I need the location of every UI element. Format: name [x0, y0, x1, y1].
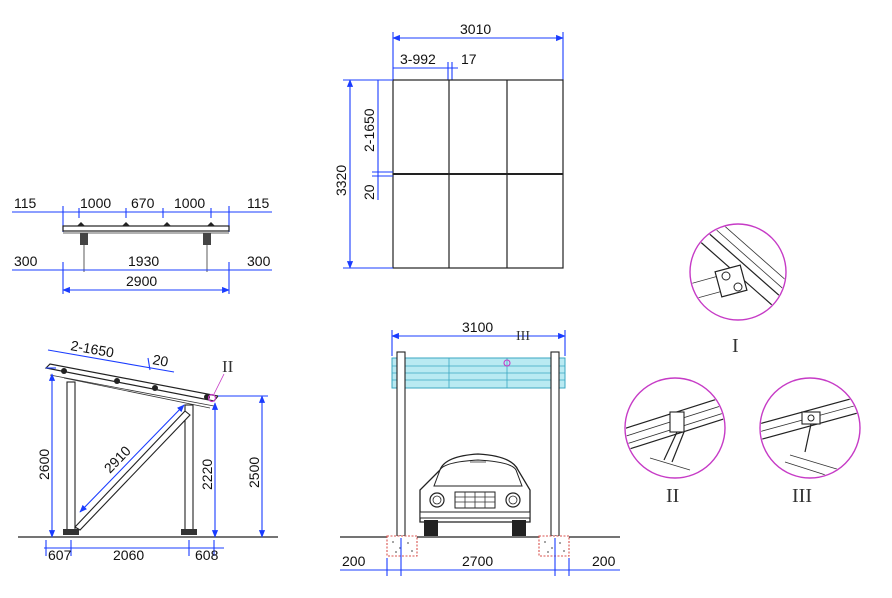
detail-two: II — [624, 377, 726, 507]
dim-17: 17 — [461, 51, 477, 67]
side-view: 2-1650 20 II 2910 2600 2220 2500 607 206… — [18, 337, 278, 563]
dim-670: 670 — [131, 195, 155, 211]
dim-2900: 2900 — [126, 273, 157, 289]
dim-2220: 2220 — [199, 459, 215, 490]
front-post-left — [396, 351, 406, 537]
detail-one: I — [689, 223, 787, 357]
side-front-post — [66, 381, 76, 531]
top-post-right — [203, 233, 211, 245]
front-footing-right — [538, 535, 570, 557]
dim-3-992: 3-992 — [400, 51, 436, 67]
dim-1000-left: 1000 — [80, 195, 111, 211]
dim-2600: 2600 — [36, 449, 52, 480]
top-view: 115 1000 670 1000 115 300 1930 300 2900 — [12, 195, 272, 294]
detail-three: III — [759, 377, 861, 507]
dim-2500: 2500 — [246, 457, 262, 488]
dim-3010: 3010 — [460, 21, 491, 37]
dim-3320: 3320 — [333, 165, 349, 196]
front-footing-left — [386, 535, 418, 557]
dim-1930: 1930 — [128, 253, 159, 269]
dim-3100: 3100 — [462, 319, 493, 335]
dim-2-1650-plan: 2-1650 — [361, 108, 377, 152]
side-detail-ref: II — [222, 357, 234, 376]
dim-115-right: 115 — [247, 195, 270, 211]
dim-20-plan: 20 — [361, 184, 377, 200]
dim-2060: 2060 — [113, 547, 144, 563]
front-view: 3100 III — [340, 319, 620, 576]
dim-115-left: 115 — [14, 195, 37, 211]
side-detail-marker — [207, 393, 217, 403]
dim-300-left: 300 — [14, 253, 38, 269]
front-post-right — [550, 351, 560, 537]
dim-2700: 2700 — [462, 553, 493, 569]
dim-607: 607 — [48, 547, 72, 563]
detail-one-label: I — [732, 335, 739, 357]
detail-three-label: III — [792, 485, 812, 507]
dim-300-right: 300 — [247, 253, 271, 269]
top-beam — [62, 225, 230, 232]
front-detail-ref: III — [516, 329, 530, 344]
dim-608: 608 — [195, 547, 219, 563]
dim-20-side: 20 — [151, 351, 169, 369]
side-brace — [74, 410, 191, 531]
side-rear-post — [184, 404, 194, 531]
dim-200-left: 200 — [342, 553, 366, 569]
dim-1000-right: 1000 — [174, 195, 205, 211]
top-post-left — [80, 233, 88, 245]
detail-two-label: II — [666, 485, 679, 507]
dim-2-1650-side: 2-1650 — [69, 337, 115, 360]
plan-view: 3010 3-992 17 3320 2-1650 20 — [333, 21, 564, 269]
car-illustration — [419, 453, 531, 536]
dim-200-right: 200 — [592, 553, 616, 569]
